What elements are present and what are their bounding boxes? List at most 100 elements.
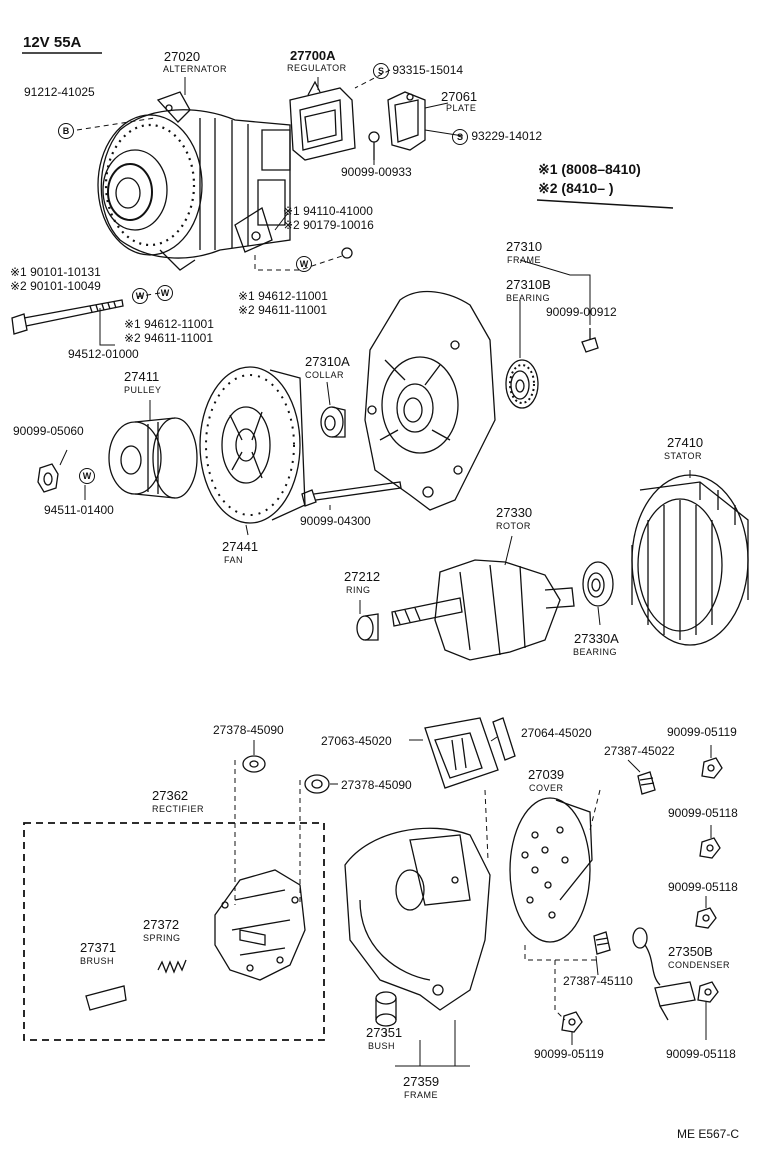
rotor-number: 27330 xyxy=(496,505,533,520)
ring-number: 27212 xyxy=(344,569,381,584)
legend-note-2-mark: ※2 xyxy=(538,180,558,196)
stator-name: STATOR xyxy=(664,451,703,461)
bolt-n1-94110-label: ※1 94110-41000 xyxy=(283,204,373,218)
nut-90099-05119-a-label: 90099-05119 xyxy=(667,725,737,739)
screw-93315-number: 93315-15014 xyxy=(392,63,464,78)
screw-symbol-icon: S xyxy=(452,129,468,145)
brush-name: BRUSH xyxy=(80,956,115,966)
collar-drawing xyxy=(321,407,345,437)
bolt-90099-04300-drawing xyxy=(302,482,401,506)
nut-90099-05118-a-label: 90099-05118 xyxy=(668,806,738,820)
nut-90099-05060-label: 90099-05060 xyxy=(13,424,84,438)
stator-number: 27410 xyxy=(667,435,704,450)
rear-bearing-drawing xyxy=(583,562,613,606)
brush-drawing xyxy=(86,986,126,1010)
long-bolt-drawing xyxy=(12,300,123,334)
bearing-front-number: 27310B xyxy=(506,277,551,292)
terminal-27387-b-drawing xyxy=(594,932,610,954)
screw-90099-00912-label: 90099-00912 xyxy=(546,305,617,319)
screw-93315-label: S 93315-15014 xyxy=(373,63,463,79)
screw-93229-number: 93229-14012 xyxy=(471,129,543,144)
washer-symbol-icon: W xyxy=(157,285,173,301)
legend-note-1-mark: ※1 xyxy=(538,161,558,177)
front-bearing-drawing xyxy=(506,360,538,408)
bolt-n1-90101-label: ※1 90101-10131 xyxy=(10,265,101,279)
fan-drawing xyxy=(200,367,305,523)
legend-note-1: ※1 (8008–8410) xyxy=(538,162,641,176)
screw-93229-label: S 93229-14012 xyxy=(452,129,542,145)
nut-90099-05118-b-drawing xyxy=(696,908,716,928)
spring-number: 27372 xyxy=(143,917,180,932)
terminal-27387-b-label: 27387-45110 xyxy=(563,974,633,988)
washer-94511-label: 94511-01400 xyxy=(44,503,114,517)
collar-name: COLLAR xyxy=(305,370,345,380)
terminal-27387-a-drawing xyxy=(638,772,655,794)
nut-90099-05119-a-drawing xyxy=(702,758,722,778)
nut-90099-05119-b-drawing xyxy=(562,1012,582,1032)
bearing-front-name: BEARING xyxy=(506,293,551,303)
rectifier-number: 27362 xyxy=(152,788,189,803)
rectifier-group-box xyxy=(24,823,324,1040)
insulator-a-label: 27378-45090 xyxy=(213,723,284,737)
washer-94512-label: 94512-01000 xyxy=(68,347,139,361)
alternator-number: 27020 xyxy=(163,49,201,64)
front-frame-drawing xyxy=(365,292,495,510)
insulator-b-drawing xyxy=(305,775,329,793)
bolt-91212-label: 91212-41025 xyxy=(24,85,95,99)
condenser-number: 27350B xyxy=(668,944,713,959)
pulley-drawing xyxy=(109,418,197,498)
fan-name: FAN xyxy=(224,555,244,565)
bearing-rear-name: BEARING xyxy=(573,647,618,657)
brush-number: 27371 xyxy=(80,940,117,955)
spring-name: SPRING xyxy=(143,933,181,943)
bolt-n2-90101-label: ※2 90101-10049 xyxy=(10,279,101,293)
legend-note-2-range: (8410– ) xyxy=(561,180,614,196)
stator-drawing xyxy=(632,475,748,645)
nut-90099-05118-a-drawing xyxy=(700,838,720,858)
holder-27063-drawing xyxy=(425,718,498,788)
nut-90099-00933-label: 90099-00933 xyxy=(341,165,412,179)
condenser-name: CONDENSER xyxy=(668,960,731,970)
condenser-drawing xyxy=(633,928,695,1020)
frame-rear-number: 27359 xyxy=(403,1074,440,1089)
insulator-a-drawing xyxy=(243,756,265,772)
frame-rear-name: FRAME xyxy=(404,1090,438,1100)
washer-n1-94612-a-label: ※1 94612-11001 xyxy=(238,289,328,303)
bolt-symbol-icon: B xyxy=(58,123,74,139)
nut-90099-05118-c-drawing xyxy=(698,982,718,1002)
rotor-drawing xyxy=(392,560,574,660)
legend-underline xyxy=(537,200,673,208)
pulley-number: 27411 xyxy=(124,369,160,384)
bolt-90099-04300-label: 90099-04300 xyxy=(300,514,371,528)
nut-90099-05118-c-label: 90099-05118 xyxy=(666,1047,736,1061)
rear-frame-drawing xyxy=(345,828,490,1010)
alternator-name: ALTERNATOR xyxy=(162,64,228,74)
legend-note-1-range: (8008–8410) xyxy=(561,161,641,177)
washer-n2-94611-a-label: ※2 94611-11001 xyxy=(238,303,328,317)
bush-number: 27351 xyxy=(366,1025,403,1040)
nut-90099-05060-drawing xyxy=(38,464,58,492)
washer-symbol-icon: W xyxy=(296,256,312,272)
frame-front-number: 27310 xyxy=(506,239,543,254)
plate-drawing xyxy=(388,92,425,150)
cover-name: COVER xyxy=(529,783,564,793)
washer-symbol-icon: W xyxy=(132,288,148,304)
spring-drawing xyxy=(158,960,186,972)
washer-n2-94611-b-label: ※2 94611-11001 xyxy=(124,331,214,345)
rectifier-drawing xyxy=(215,870,305,980)
part-27064-drawing xyxy=(493,718,515,760)
cover-drawing xyxy=(510,798,592,942)
ring-name: RING xyxy=(346,585,371,595)
fan-number: 27441 xyxy=(222,539,259,554)
terminal-27387-a-label: 27387-45022 xyxy=(604,744,675,758)
frame-front-name: FRAME xyxy=(507,255,541,265)
plate-number: 27061 xyxy=(441,89,478,104)
bush-drawing xyxy=(376,992,396,1026)
diagram-code: ME E567-C xyxy=(677,1127,740,1141)
regulator-name: REGULATOR xyxy=(287,63,347,73)
nut-90099-05119-b-label: 90099-05119 xyxy=(534,1047,604,1061)
bearing-rear-number: 27330A xyxy=(574,631,619,646)
washer-symbol-icon: W xyxy=(79,468,95,484)
bush-name: BUSH xyxy=(368,1041,396,1051)
